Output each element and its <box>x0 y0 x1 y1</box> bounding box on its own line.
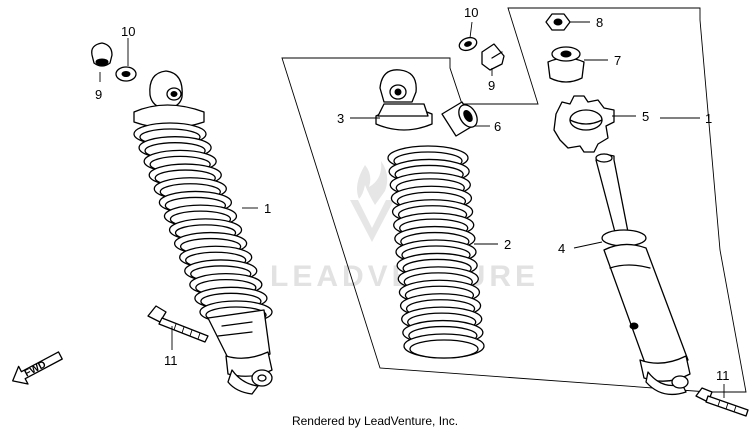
callout-right-bolt: 11 <box>716 368 730 383</box>
damper <box>595 153 691 396</box>
callout-left-shock-assembly: 1 <box>264 201 271 216</box>
right-bolt <box>695 387 749 417</box>
callout-upper-washer: 10 <box>464 5 478 20</box>
callout-left-cap-nut: 9 <box>95 87 102 102</box>
left-shock-absorber <box>133 70 273 395</box>
lock-nut <box>545 13 571 31</box>
leader-lines <box>99 21 725 398</box>
callout-spring-adjuster: 5 <box>642 109 649 124</box>
collar <box>441 101 478 137</box>
spring-seat <box>375 69 433 131</box>
upper-washer <box>458 36 478 52</box>
callout-left-washer: 10 <box>121 24 135 39</box>
callout-spring-seat: 3 <box>337 111 344 126</box>
callout-collar: 6 <box>494 119 501 134</box>
callout-bump-rubber: 7 <box>614 53 621 68</box>
left-bolt <box>147 305 209 343</box>
left-cap-nut <box>91 42 113 67</box>
callout-damper: 4 <box>558 241 565 256</box>
spring <box>387 145 485 359</box>
upper-cap-nut <box>481 43 505 71</box>
credit-text: Rendered by LeadVenture, Inc. <box>291 414 459 428</box>
fwd-label: FWD <box>23 359 48 379</box>
callout-left-bolt: 11 <box>164 353 178 368</box>
callout-spring: 2 <box>504 237 511 252</box>
spring-adjuster <box>553 95 615 153</box>
callouts: 9 10 1 11 10 9 3 6 2 8 7 5 1 4 11 <box>95 5 730 383</box>
callout-right-shock-assembly: 1 <box>705 111 712 126</box>
spring-coil-inner <box>409 339 479 359</box>
forward-arrow-icon: FWD <box>12 351 63 385</box>
left-washer <box>115 66 137 82</box>
callout-upper-cap-nut: 9 <box>488 78 495 93</box>
callout-lock-nut: 8 <box>596 15 603 30</box>
bump-rubber <box>547 46 585 83</box>
